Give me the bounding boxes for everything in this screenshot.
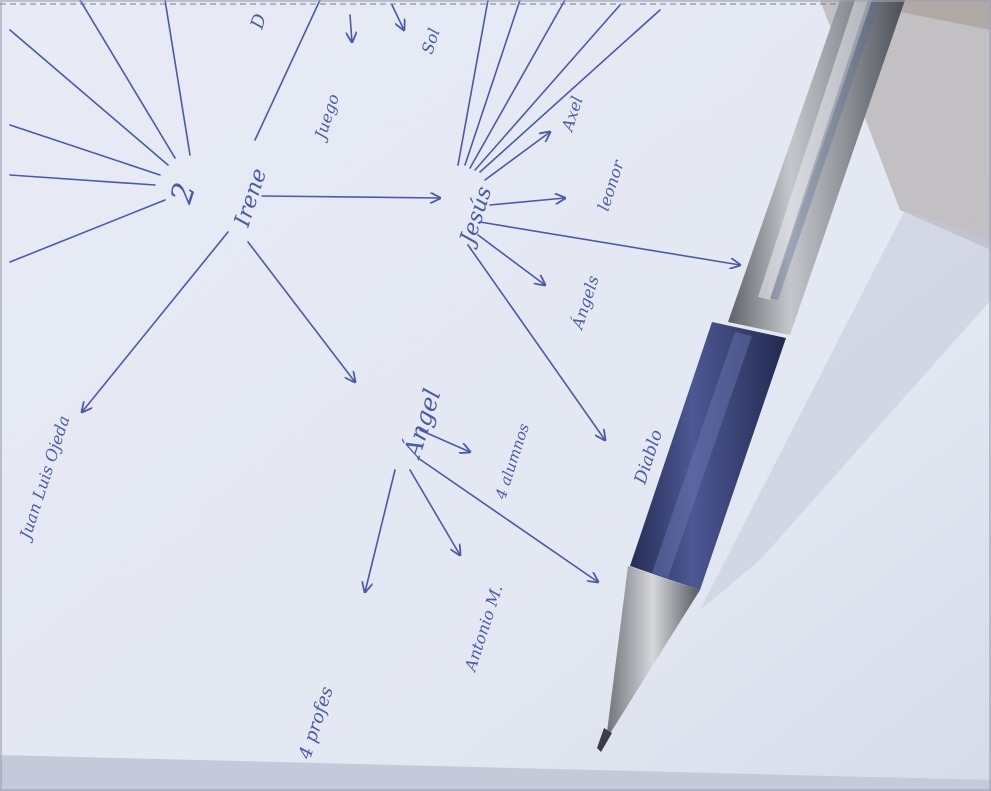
- photo-scene: 2 Irene Jesús Ángel Juan Luis Ojeda Jueg…: [0, 0, 991, 791]
- photo-drawing: 2 Irene Jesús Ángel Juan Luis Ojeda Jueg…: [0, 0, 991, 791]
